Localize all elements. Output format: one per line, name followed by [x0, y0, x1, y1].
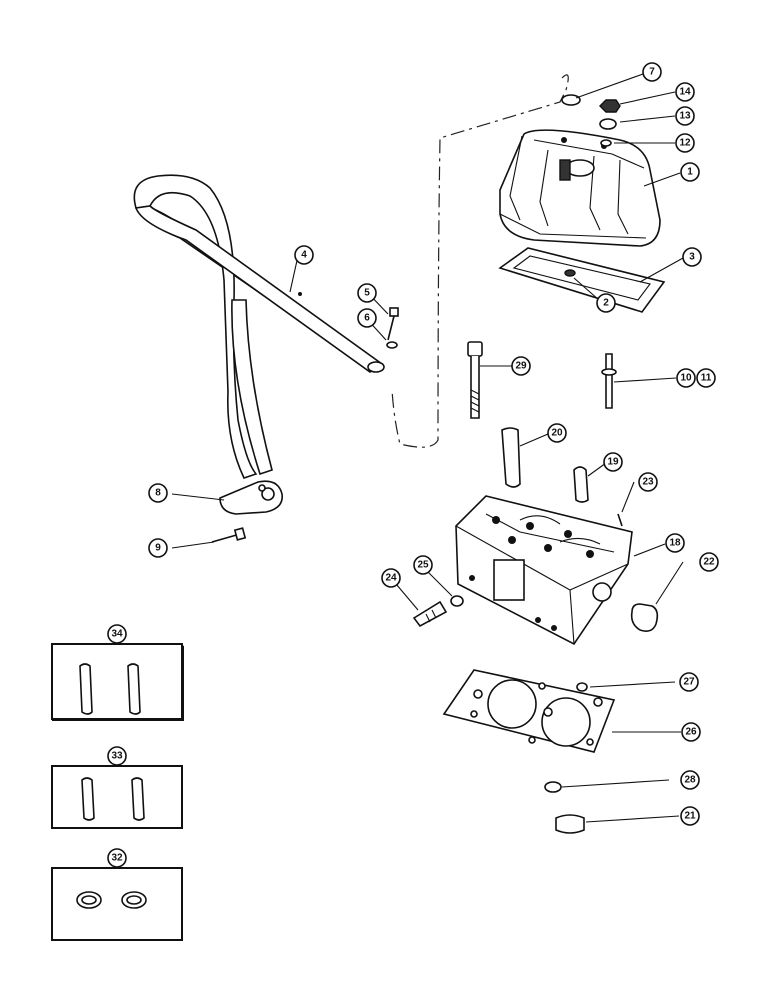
- svg-text:1: 1: [687, 167, 693, 178]
- callout-27: 27: [679, 672, 699, 692]
- callout-23: 23: [638, 472, 658, 492]
- short-valve-guide: [573, 466, 589, 503]
- rocker-stud: [601, 353, 617, 409]
- callout-18: 18: [665, 533, 685, 553]
- callout-5: 5: [357, 283, 377, 303]
- sealing-washer: [600, 139, 612, 147]
- expansion-plug: [630, 603, 659, 632]
- dowel-pin: [617, 513, 623, 527]
- callout-1: 1: [680, 162, 700, 182]
- valve-guide: [501, 427, 521, 488]
- kit-box-34: [51, 643, 184, 721]
- svg-text:34: 34: [111, 629, 123, 640]
- leader-lines: [171, 73, 684, 823]
- svg-text:27: 27: [683, 677, 695, 688]
- svg-text:10: 10: [680, 373, 692, 384]
- callout-3: 3: [682, 247, 702, 267]
- mounting-flange: [219, 480, 283, 515]
- svg-text:6: 6: [364, 313, 370, 324]
- svg-text:3: 3: [689, 252, 695, 263]
- callout-20: 20: [547, 423, 567, 443]
- stud-seal: [564, 269, 576, 277]
- kit-box-33: [51, 765, 183, 829]
- o-ring: [576, 682, 588, 692]
- callout-10: 10: [676, 368, 696, 388]
- flange-bolt: [211, 527, 247, 543]
- cylinder-head: [455, 495, 633, 646]
- grommet: [599, 118, 617, 130]
- svg-text:21: 21: [684, 811, 696, 822]
- callout-33: 33: [107, 746, 127, 766]
- insert-sleeve: [555, 814, 585, 834]
- svg-text:28: 28: [684, 775, 696, 786]
- callout-7: 7: [642, 62, 662, 82]
- head-bolt: [467, 341, 483, 419]
- svg-text:8: 8: [155, 488, 161, 499]
- temperature-fitting: [412, 600, 448, 628]
- callout-2: 2: [596, 293, 616, 313]
- svg-text:33: 33: [111, 751, 123, 762]
- callout-24: 24: [381, 568, 401, 588]
- callout-4: 4: [294, 245, 314, 265]
- callout-26: 26: [681, 722, 701, 742]
- callout-12: 12: [675, 133, 695, 153]
- seal-ring: [544, 781, 562, 793]
- washer: [561, 94, 581, 106]
- callout-19: 19: [603, 452, 623, 472]
- cap-nut: [599, 99, 621, 113]
- svg-text:19: 19: [607, 457, 619, 468]
- callout-29: 29: [511, 356, 531, 376]
- svg-text:13: 13: [679, 111, 691, 122]
- head-gasket: [442, 669, 616, 753]
- svg-text:22: 22: [703, 557, 715, 568]
- callout-6: 6: [357, 308, 377, 328]
- fitting-washer: [450, 595, 464, 607]
- callout-8: 8: [148, 483, 168, 503]
- svg-text:18: 18: [669, 538, 681, 549]
- svg-text:11: 11: [701, 373, 712, 384]
- svg-text:2: 2: [603, 298, 609, 309]
- svg-text:12: 12: [679, 138, 691, 149]
- svg-text:23: 23: [642, 477, 654, 488]
- svg-text:24: 24: [385, 573, 397, 584]
- callout-28: 28: [680, 770, 700, 790]
- svg-text:32: 32: [111, 853, 123, 864]
- callout-21: 21: [680, 806, 700, 826]
- svg-text:7: 7: [649, 67, 655, 78]
- callout-22: 22: [699, 552, 719, 572]
- callout-13: 13: [675, 106, 695, 126]
- svg-text:20: 20: [551, 428, 563, 439]
- svg-text:26: 26: [685, 727, 697, 738]
- breather-tube: [133, 174, 385, 479]
- callout-25: 25: [413, 555, 433, 575]
- callout-14: 14: [675, 82, 695, 102]
- svg-text:9: 9: [155, 543, 161, 554]
- svg-text:29: 29: [515, 361, 527, 372]
- svg-text:25: 25: [417, 560, 429, 571]
- tube-bolt-and-washer: [386, 307, 399, 349]
- svg-text:5: 5: [364, 288, 370, 299]
- valve-cover-gasket: [498, 247, 666, 313]
- svg-text:4: 4: [301, 250, 307, 261]
- svg-text:14: 14: [679, 87, 691, 98]
- callout-34: 34: [107, 624, 127, 644]
- routing-dashed-line: [391, 74, 569, 448]
- callout-9: 9: [148, 538, 168, 558]
- kit-box-32: [51, 867, 183, 941]
- valve-cover: [499, 129, 661, 247]
- callout-11: 11: [696, 368, 716, 388]
- callout-32: 32: [107, 848, 127, 868]
